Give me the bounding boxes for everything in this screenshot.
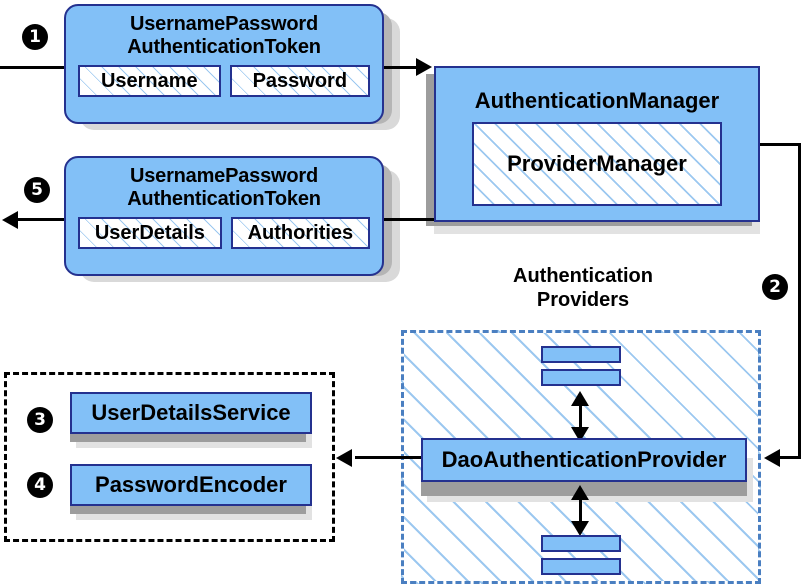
authorities-field[interactable]: Authorities [230, 217, 370, 249]
provider-link-line-bottom [579, 492, 582, 528]
support-services-group [4, 372, 335, 542]
token-to-manager-line [384, 66, 419, 69]
provider-manager-label: ProviderManager [507, 151, 687, 176]
manager-to-provider-arrowhead [764, 449, 780, 467]
token-to-manager-arrowhead [416, 58, 432, 76]
password-field[interactable]: Password [229, 65, 371, 97]
provider-link-line-top [579, 398, 582, 434]
step-2-bullet: 2 [762, 274, 788, 300]
response-outgoing-arrowhead [2, 211, 18, 229]
authentication-manager-box[interactable]: AuthenticationManager ProviderManager [434, 66, 760, 222]
manager-to-provider-line-horizontal-top [760, 143, 801, 146]
request-token-title-line2: AuthenticationToken [127, 36, 321, 58]
provider-placeholder-bar-top-2 [541, 369, 621, 386]
authentication-manager-label: AuthenticationManager [474, 88, 720, 113]
provider-link-arrowhead-bottom-up [571, 485, 589, 500]
provider-link-arrowhead-top-up [571, 391, 589, 406]
password-encoder-label: PasswordEncoder [95, 472, 287, 497]
provider-link-arrowhead-bottom-down [571, 521, 589, 536]
provider-to-services-arrowhead [336, 449, 352, 467]
incoming-request-line [0, 66, 70, 69]
user-details-service-label: UserDetailsService [91, 400, 291, 425]
request-token-fields: Username Password [66, 59, 382, 97]
response-outgoing-line [18, 218, 78, 221]
provider-placeholder-bar-bottom-1 [541, 535, 621, 552]
user-details-field[interactable]: UserDetails [78, 217, 222, 249]
step-1-bullet: 1 [22, 24, 48, 50]
response-token-title-line1: UsernamePassword [129, 165, 318, 187]
request-token-title: UsernamePassword AuthenticationToken [66, 6, 382, 59]
step-5-bullet: 5 [24, 177, 50, 203]
provider-to-services-line [355, 456, 423, 459]
response-token-title-line2: AuthenticationToken [127, 188, 321, 210]
manager-to-provider-line-vertical [798, 143, 801, 458]
step-4-bullet: 4 [27, 472, 53, 498]
providers-caption-line2: Providers [536, 289, 630, 311]
response-token-fields: UserDetails Authorities [66, 211, 382, 249]
username-field[interactable]: Username [78, 65, 221, 97]
request-authentication-token-card[interactable]: UsernamePassword AuthenticationToken Use… [64, 4, 384, 124]
provider-manager-box[interactable]: ProviderManager [472, 122, 722, 206]
provider-placeholder-bar-bottom-2 [541, 558, 621, 575]
password-encoder-box[interactable]: PasswordEncoder [70, 464, 312, 506]
provider-placeholder-bar-top-1 [541, 346, 621, 363]
dao-authentication-provider-box[interactable]: DaoAuthenticationProvider [421, 438, 747, 482]
response-token-title: UsernamePassword AuthenticationToken [66, 158, 382, 211]
dao-authentication-provider-label: DaoAuthenticationProvider [441, 447, 727, 472]
request-token-title-line1: UsernamePassword [129, 13, 318, 35]
providers-caption-line1: Authentication [513, 265, 653, 287]
manager-to-response-token-line [384, 218, 434, 221]
step-3-bullet: 3 [27, 407, 53, 433]
authentication-providers-caption: Authentication Providers [470, 264, 696, 312]
response-authentication-token-card[interactable]: UsernamePassword AuthenticationToken Use… [64, 156, 384, 276]
manager-to-provider-line-horizontal-bottom [780, 456, 801, 459]
user-details-service-box[interactable]: UserDetailsService [70, 392, 312, 434]
